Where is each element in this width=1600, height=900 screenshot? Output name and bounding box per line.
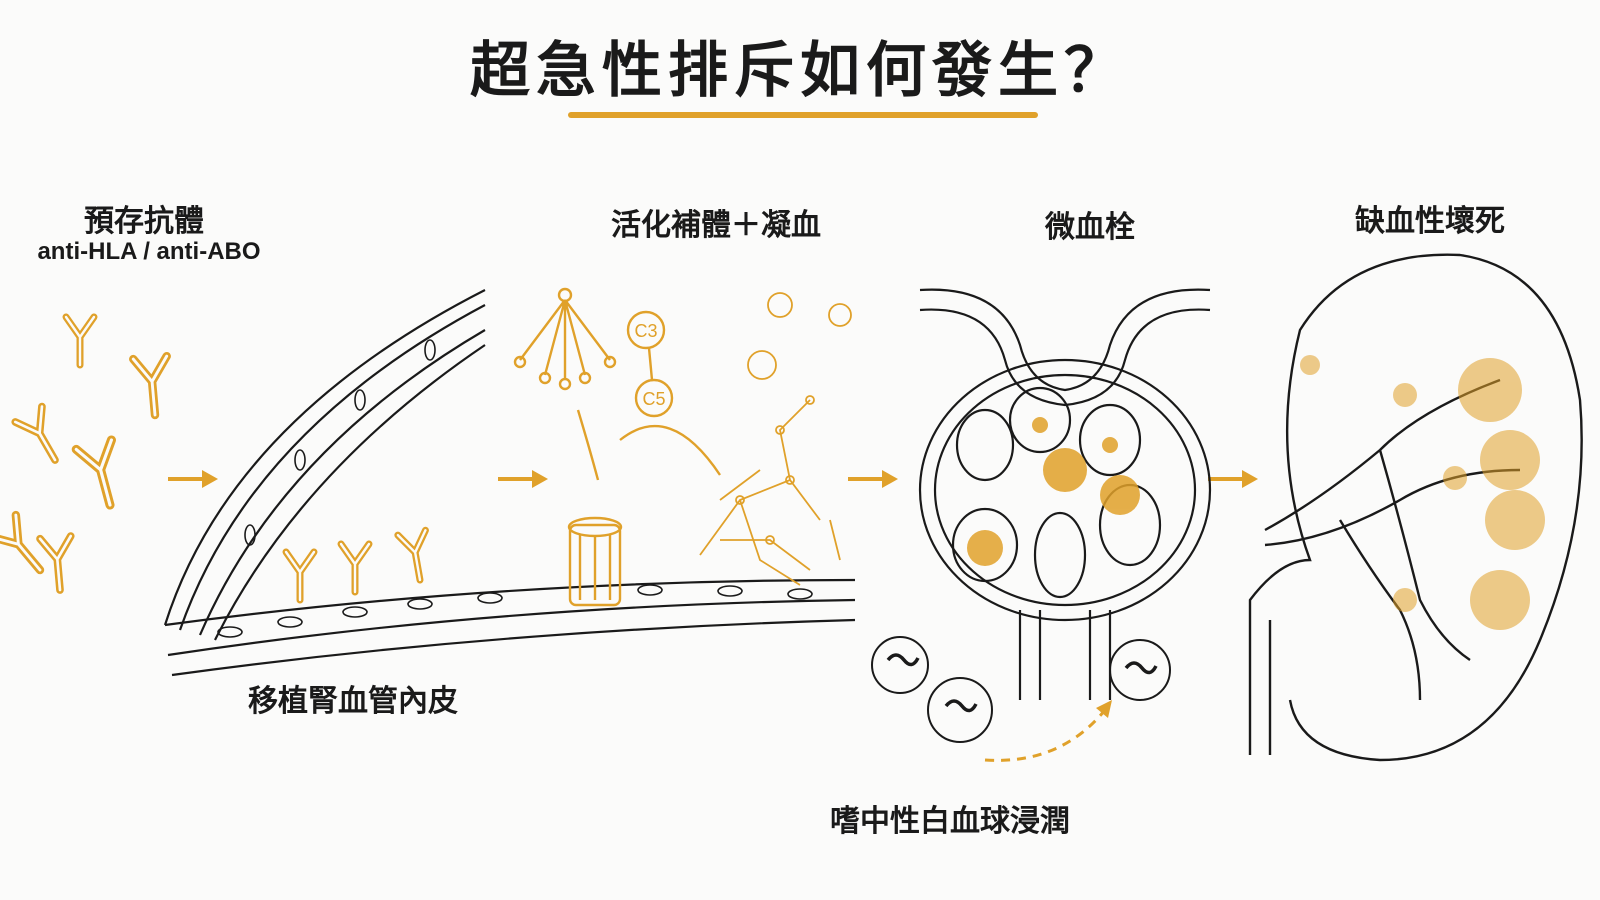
neutrophil-icon	[871, 636, 929, 694]
antibody-icon	[286, 552, 314, 600]
antibody-icon	[66, 317, 94, 365]
complement-cascade	[513, 287, 721, 607]
microthrombi	[967, 417, 1140, 566]
vessel-endothelium	[163, 289, 856, 677]
glomerulus	[918, 288, 1212, 700]
stage-label-antibodies: 預存抗體	[84, 204, 204, 239]
endothelium-label: 移植腎血管內皮	[248, 684, 458, 719]
antibody-icon	[40, 536, 75, 591]
c5-text: C5	[642, 389, 665, 409]
neutrophil-label: 嗜中性白血球浸潤	[830, 804, 1070, 839]
stage-label-thrombosis: 微血栓	[1045, 210, 1135, 245]
antibody-icon	[398, 530, 434, 582]
antibody-icon	[15, 407, 68, 468]
free-antibodies	[0, 317, 172, 591]
fibrin-mesh	[699, 292, 852, 586]
stage-sublabel-antibodies: anti-HLA / anti-ABO	[37, 238, 261, 265]
antibody-icon	[341, 544, 369, 592]
stage-label-necrosis: 缺血性壞死	[1355, 204, 1505, 239]
necrotic-foci	[1300, 355, 1545, 630]
c3-text: C3	[634, 321, 657, 341]
page-title: 超急性排斥如何發生？	[470, 36, 1130, 106]
bound-antibodies	[286, 530, 434, 600]
neutrophil-icon	[1109, 639, 1171, 701]
c3-node	[626, 310, 666, 350]
neutrophil-icon	[927, 677, 993, 743]
antibody-icon	[76, 440, 127, 510]
flow-arrows	[168, 470, 1258, 488]
title-underline	[568, 112, 1038, 118]
neutrophils	[871, 636, 1171, 743]
antibody-icon	[133, 356, 171, 416]
c5-node	[634, 378, 674, 418]
infiltration-arrow	[984, 709, 1107, 762]
stage-label-complement: 活化補體＋凝血	[611, 208, 821, 243]
